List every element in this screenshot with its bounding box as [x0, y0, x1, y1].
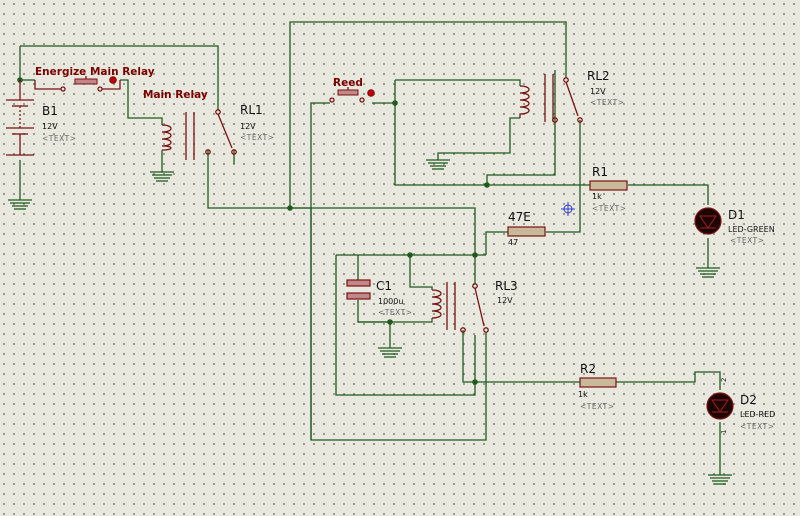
d2-text: <TEXT> [740, 422, 774, 431]
ground-icon [8, 199, 32, 210]
d2-pin1: 1 [720, 430, 728, 434]
reed-switch[interactable]: Reed [329, 77, 375, 103]
button-indicator-icon [109, 76, 117, 84]
r47-value: 47 [508, 238, 518, 247]
d2-value: LED-RED [740, 410, 775, 419]
d1-text: <TEXT> [730, 236, 764, 245]
energize-main-relay-label: Energize Main Relay [35, 66, 155, 78]
battery-b1[interactable]: B1 12V <TEXT> [6, 80, 76, 156]
relay-rl2[interactable]: RL2 12V <TEXT> [519, 69, 624, 123]
ground-symbols [8, 159, 732, 485]
b1-value: 12V [42, 122, 58, 131]
capacitor-c1[interactable]: C1 1000u <TEXT> [346, 279, 412, 317]
r1-ref: R1 [592, 165, 608, 179]
r2-value: 1k [578, 390, 588, 399]
junction-dot [392, 100, 398, 106]
c1-text: <TEXT> [378, 308, 412, 317]
resistor-r2[interactable]: R2 1k <TEXT> [578, 362, 617, 411]
rl2-text: <TEXT> [590, 98, 624, 107]
c1-ref: C1 [376, 279, 392, 293]
junction-dot [287, 205, 293, 211]
ground-icon [378, 347, 402, 358]
junction-dot [472, 379, 478, 385]
reed-indicator-icon [367, 89, 375, 97]
r2-text: <TEXT> [580, 402, 614, 411]
resistor-r1[interactable]: R1 1k <TEXT> [589, 165, 628, 213]
c1-value: 1000u [378, 297, 403, 306]
rl2-ref: RL2 [587, 69, 610, 83]
rl3-ref: RL3 [495, 279, 518, 293]
junction-dot [407, 252, 413, 258]
r2-ref: R2 [580, 362, 596, 376]
ground-icon [708, 474, 732, 485]
resistor-47e[interactable]: 47E 47 [507, 210, 546, 247]
r47-ref: 47E [508, 210, 531, 224]
led-d2[interactable]: 2 1 D2 LED-RED <TEXT> [706, 378, 775, 434]
d1-value: LED-GREEN [728, 225, 775, 234]
junction-dot [387, 319, 393, 325]
b1-text: <TEXT> [42, 134, 76, 143]
d1-ref: D1 [728, 208, 745, 222]
rl1-text: <TEXT> [240, 133, 274, 142]
d2-ref: D2 [740, 393, 757, 407]
wires [19, 21, 721, 475]
main-relay-label: Main Relay [143, 89, 208, 101]
led-d1[interactable]: D1 LED-GREEN <TEXT> [694, 207, 775, 245]
b1-ref: B1 [42, 104, 58, 118]
r1-value: 1k [592, 192, 602, 201]
rl3-value: 12V [497, 296, 513, 305]
junction-dot [484, 182, 490, 188]
relay-rl1[interactable]: Main Relay RL1 12V <TEXT> [143, 89, 274, 160]
rl2-value: 12V [590, 87, 606, 96]
r1-text: <TEXT> [592, 204, 626, 213]
junction-dot [472, 252, 478, 258]
crosshair-cursor-icon [561, 202, 575, 216]
ground-icon [150, 171, 174, 182]
ground-icon [696, 267, 720, 278]
ground-icon [426, 159, 450, 170]
relay-rl3[interactable]: RL3 12V [431, 260, 518, 382]
rl1-ref: RL1 [240, 103, 263, 117]
junction-dots [17, 77, 490, 385]
d2-pin2: 2 [720, 378, 728, 382]
energize-main-relay-button[interactable]: Energize Main Relay [34, 66, 155, 92]
reed-label: Reed [333, 77, 363, 89]
rl1-value: 12V [240, 122, 256, 131]
